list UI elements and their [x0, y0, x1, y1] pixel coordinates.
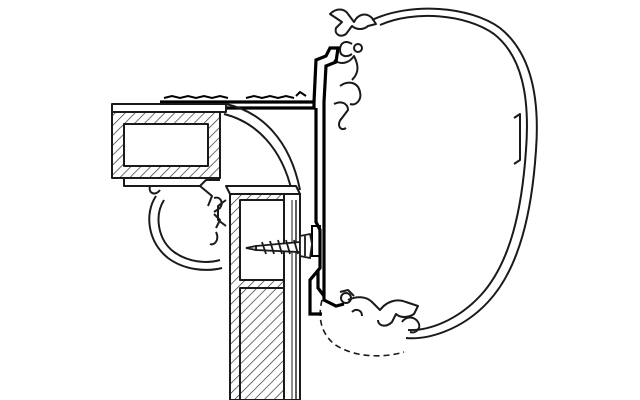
fixing-screw [245, 232, 313, 260]
hidden-dashed-outline [319, 299, 405, 357]
roof-edge-profile [111, 103, 301, 271]
vehicle-wall-profile [217, 185, 301, 400]
awning-cassette-profile [329, 7, 538, 340]
